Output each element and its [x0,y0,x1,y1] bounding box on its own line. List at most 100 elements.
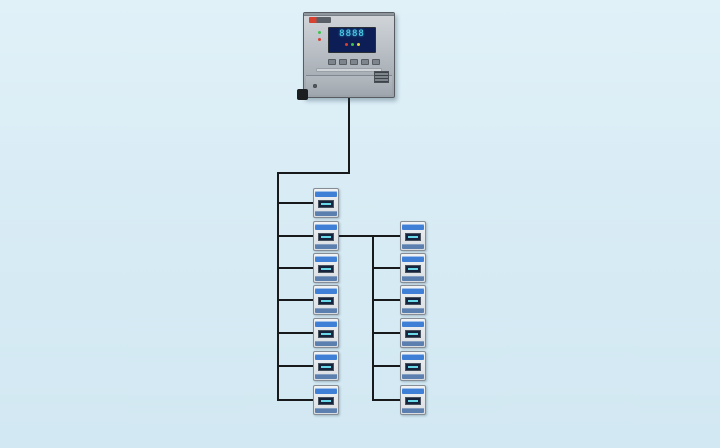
detector-terminal-base [315,308,337,313]
wire-right-stub-2 [372,267,401,269]
detector-label-stripe [315,321,337,327]
detector-terminal-base [402,276,424,281]
alarm-leds [318,31,321,41]
detector-display-reading [321,400,331,402]
keypad [328,59,380,65]
detector-11 [400,318,426,348]
keyhole [313,84,317,88]
cable-gland [297,89,308,100]
detector-12 [400,351,426,381]
brand-logo [309,17,331,23]
wire-left-stub-5 [277,365,314,367]
detector-display [318,297,334,305]
yellow-status-led [356,43,360,46]
wire-right-stub-3 [372,299,401,301]
wire-left-stub-1 [277,202,314,204]
wire-left-stub-3 [277,299,314,301]
detector-13 [400,385,426,415]
detector-display [318,363,334,371]
detector-display-reading [321,300,331,302]
wire-left-stub-2 [277,267,314,269]
wire-main-drop [348,98,350,173]
detector-label-stripe [315,388,337,394]
green-status-led [350,43,354,46]
red-status-led [344,43,348,46]
detector-display-reading [408,400,418,402]
key-button [328,59,336,65]
detector-terminal-base [315,341,337,346]
detector-terminal-base [315,408,337,413]
detector-display-reading [321,333,331,335]
detector-2 [313,221,339,251]
display-digits: 8888 [339,29,365,39]
detector-1 [313,188,339,218]
detector-label-stripe [315,224,337,230]
detector-terminal-base [402,374,424,379]
detector-7 [313,385,339,415]
vent-grille [374,71,389,83]
detector-display-reading [321,268,331,270]
detector-display-reading [408,268,418,270]
detector-display [405,265,421,273]
status-leds [329,43,375,46]
detector-display-reading [408,300,418,302]
detector-display-reading [408,236,418,238]
detector-display [405,397,421,405]
detector-terminal-base [315,211,337,216]
detector-display-reading [408,333,418,335]
controller-display: 8888 [328,27,376,53]
detector-label-stripe [402,224,424,230]
detector-terminal-base [402,408,424,413]
detector-display [318,330,334,338]
detector-display-reading [321,366,331,368]
wire-left-stub-4 [277,332,314,334]
detector-8 [400,221,426,251]
wire-right-stub-6 [372,399,401,401]
detector-terminal-base [315,276,337,281]
detector-5 [313,318,339,348]
key-button [350,59,358,65]
cabinet-top-cap [304,13,394,16]
detector-display [405,233,421,241]
model-label [316,68,382,72]
detector-display [405,363,421,371]
detector-label-stripe [402,388,424,394]
gas-alarm-controller: 8888 [297,12,395,100]
wire-main-horizontal [277,172,350,174]
cabinet-door [306,75,392,95]
detector-display-reading [408,366,418,368]
detector-display-reading [321,236,331,238]
detector-4 [313,285,339,315]
detector-terminal-base [402,244,424,249]
detector-label-stripe [402,354,424,360]
detector-label-stripe [402,256,424,262]
wire-left-bus [277,172,279,401]
detector-terminal-base [315,374,337,379]
detector-display [318,200,334,208]
detector-terminal-base [402,341,424,346]
detector-display [318,265,334,273]
detector-label-stripe [315,191,337,197]
key-button [361,59,369,65]
key-button [372,59,380,65]
detector-6 [313,351,339,381]
detector-label-stripe [315,288,337,294]
wire-right-stub-4 [372,332,401,334]
detector-label-stripe [315,354,337,360]
detector-display-reading [321,203,331,205]
wire-left-stub-6 [277,399,314,401]
detector-terminal-base [315,244,337,249]
detector-label-stripe [402,321,424,327]
alarm-led [318,38,321,41]
power-led [318,31,321,34]
detector-display [405,297,421,305]
detector-display [318,397,334,405]
detector-display [405,330,421,338]
wire-right-bus [372,235,374,401]
detector-terminal-base [402,308,424,313]
wire-right-stub-1 [372,235,401,237]
detector-label-stripe [402,288,424,294]
detector-10 [400,285,426,315]
detector-3 [313,253,339,283]
